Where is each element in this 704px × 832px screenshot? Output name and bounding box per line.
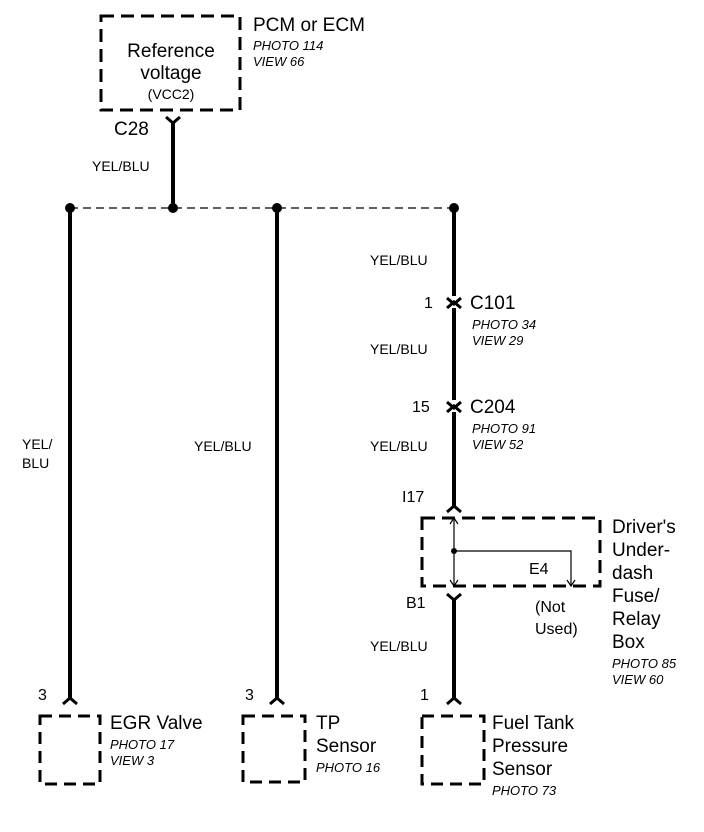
fusebox-name-3: dash (612, 563, 654, 584)
splice-dot-tp (272, 203, 282, 213)
c204-connector-symbol (446, 400, 462, 414)
tp-connector-symbol (269, 696, 285, 706)
egr-connector-symbol (62, 696, 78, 706)
c204-name: C204 (470, 397, 516, 418)
tp-wire-color: YEL/BLU (194, 438, 252, 454)
egr-view: VIEW 3 (110, 753, 155, 768)
not-used-label-2: Used) (535, 621, 578, 638)
e4-label: E4 (529, 561, 549, 578)
c204-pin: 15 (412, 399, 430, 416)
c101-view: VIEW 29 (472, 333, 524, 348)
pcm-name: PCM or ECM (253, 15, 365, 36)
tp-name-2: Sensor (316, 736, 377, 757)
fusebox-arrow-top (449, 516, 459, 525)
fusebox-name-6: Box (612, 632, 645, 653)
fuel-name-3: Sensor (492, 759, 553, 780)
egr-name: EGR Valve (110, 713, 203, 734)
fuel-name-2: Pressure (492, 736, 569, 757)
pcm-photo: PHOTO 114 (253, 38, 324, 53)
fuel-wire-color-4: YEL/BLU (370, 638, 428, 654)
splice-dot-fuel (449, 203, 459, 213)
fuel-name-1: Fuel Tank (492, 713, 575, 734)
pcm-box-text-3: (VCC2) (147, 86, 195, 102)
pcm-box-text-2: voltage (140, 63, 202, 84)
egr-pin: 3 (38, 687, 47, 704)
c101-photo: PHOTO 34 (472, 317, 537, 332)
egr-photo: PHOTO 17 (110, 737, 175, 752)
fusebox-name-2: Under- (612, 540, 671, 561)
fuel-photo: PHOTO 73 (492, 783, 557, 798)
fusebox-arrow-bottom (449, 579, 459, 588)
main-wire-color: YEL/BLU (92, 158, 150, 174)
fusebox-out-terminal: B1 (406, 595, 426, 612)
i17-connector-symbol (446, 504, 462, 514)
fusebox-box (420, 516, 602, 588)
fuel-box (420, 714, 486, 786)
splice-dot-main (168, 203, 178, 213)
pcm-box (99, 14, 242, 112)
fuel-wire-color-3: YEL/BLU (370, 438, 428, 454)
fusebox-photo: PHOTO 85 (612, 656, 677, 671)
egr-box (38, 714, 102, 786)
tp-name-1: TP (316, 713, 341, 734)
fuel-connector-symbol (446, 696, 462, 706)
fusebox-name-1: Driver's (612, 517, 676, 538)
c101-pin: 1 (424, 295, 433, 312)
fusebox-in-terminal: I17 (402, 489, 425, 506)
fusebox-name-5: Relay (612, 609, 661, 630)
splice-dot-egr (65, 203, 75, 213)
c204-photo: PHOTO 91 (472, 421, 537, 436)
fusebox-view: VIEW 60 (612, 672, 664, 687)
fusebox-name-4: Fuse/ (612, 586, 660, 607)
tp-photo: PHOTO 16 (316, 760, 381, 775)
egr-wire-color-2: BLU (22, 455, 50, 471)
fuel-wire-color-1: YEL/BLU (370, 252, 428, 268)
tp-box (241, 714, 307, 784)
tp-pin: 3 (245, 687, 254, 704)
c101-connector-symbol (446, 296, 462, 310)
e4-branch (454, 550, 572, 586)
pcm-box-text-1: Reference (127, 41, 215, 62)
fuel-wire-color-2: YEL/BLU (370, 341, 428, 357)
e4-arrow (566, 579, 576, 588)
c28-label: C28 (114, 119, 149, 140)
not-used-label-1: (Not (535, 599, 566, 616)
egr-wire-color-1: YEL/ (22, 436, 53, 452)
c101-name: C101 (470, 293, 516, 314)
fuel-pin: 1 (420, 687, 429, 704)
c204-view: VIEW 52 (472, 437, 524, 452)
pcm-view: VIEW 66 (253, 54, 305, 69)
